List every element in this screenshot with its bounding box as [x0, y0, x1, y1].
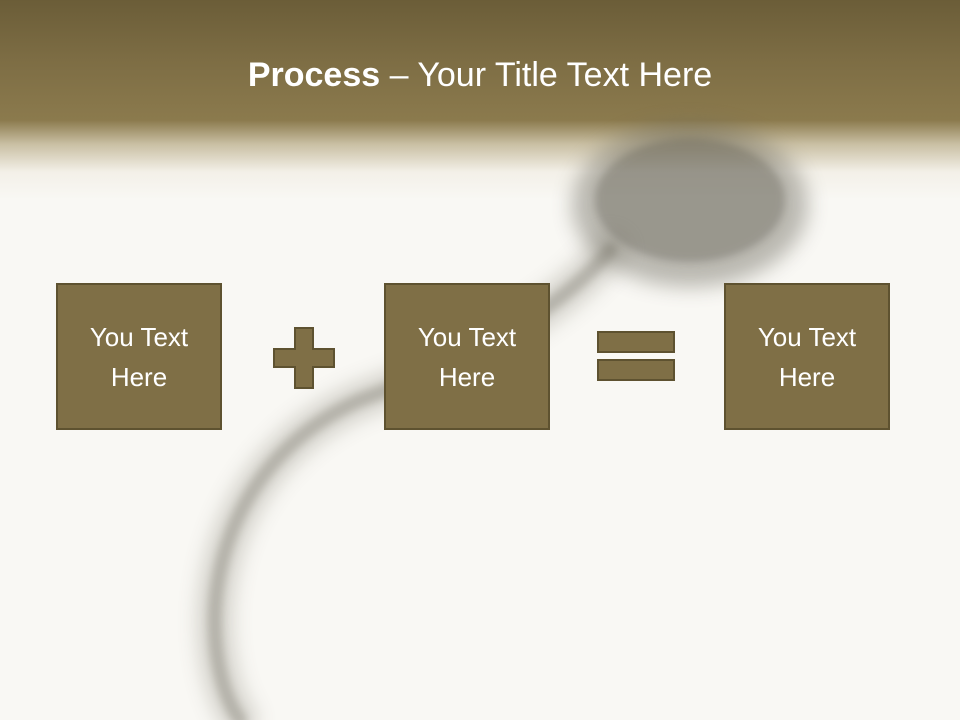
equals-icon — [597, 331, 675, 381]
slide-title: Process – Your Title Text Here — [0, 52, 960, 98]
text-box-1[interactable]: You Text Here — [56, 283, 222, 430]
text-box-2[interactable]: You Text Here — [384, 283, 550, 430]
plus-icon — [273, 327, 335, 389]
header-band — [0, 0, 960, 200]
title-rest: – Your Title Text Here — [380, 56, 713, 94]
title-bold: Process — [247, 56, 381, 94]
text-box-3[interactable]: You Text Here — [724, 283, 890, 430]
